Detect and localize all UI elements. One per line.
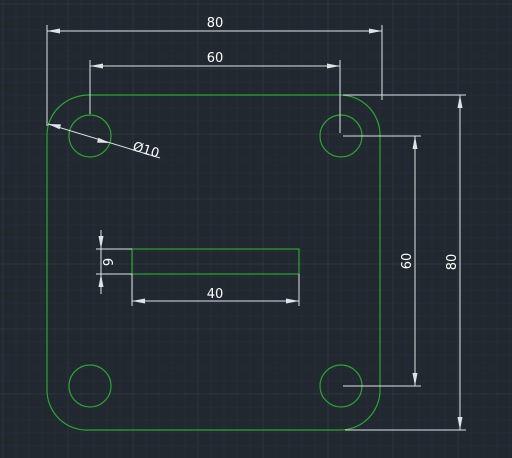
dimension-text-diameter: Ø10 [131, 139, 161, 161]
dimension-overall-height[interactable]: 80 [343, 94, 466, 431]
dimension-slot-height[interactable]: 9 [96, 230, 132, 294]
dimension-text-60-vertical: 60 [400, 253, 415, 270]
dimension-text-80-width: 80 [207, 16, 224, 31]
dimension-slot-length[interactable]: 40 [131, 274, 300, 306]
hole-bottom-left[interactable] [68, 364, 112, 408]
dimension-hole-spacing-vertical[interactable]: 60 [343, 135, 421, 387]
dimension-hole-spacing-horizontal[interactable]: 60 [89, 51, 341, 133]
part-geometry[interactable] [46, 94, 381, 431]
dimension-text-9: 9 [102, 258, 117, 266]
dimension-text-80-height: 80 [445, 254, 460, 271]
dimension-hole-diameter[interactable]: Ø10 [47, 123, 161, 162]
dimension-overall-width[interactable]: 80 [46, 16, 383, 126]
plate-outline[interactable] [46, 94, 381, 431]
hole-top-left[interactable] [68, 114, 112, 158]
dimension-text-40: 40 [207, 287, 224, 302]
slot[interactable] [131, 248, 300, 275]
dimension-text-60-horizontal: 60 [207, 51, 224, 66]
